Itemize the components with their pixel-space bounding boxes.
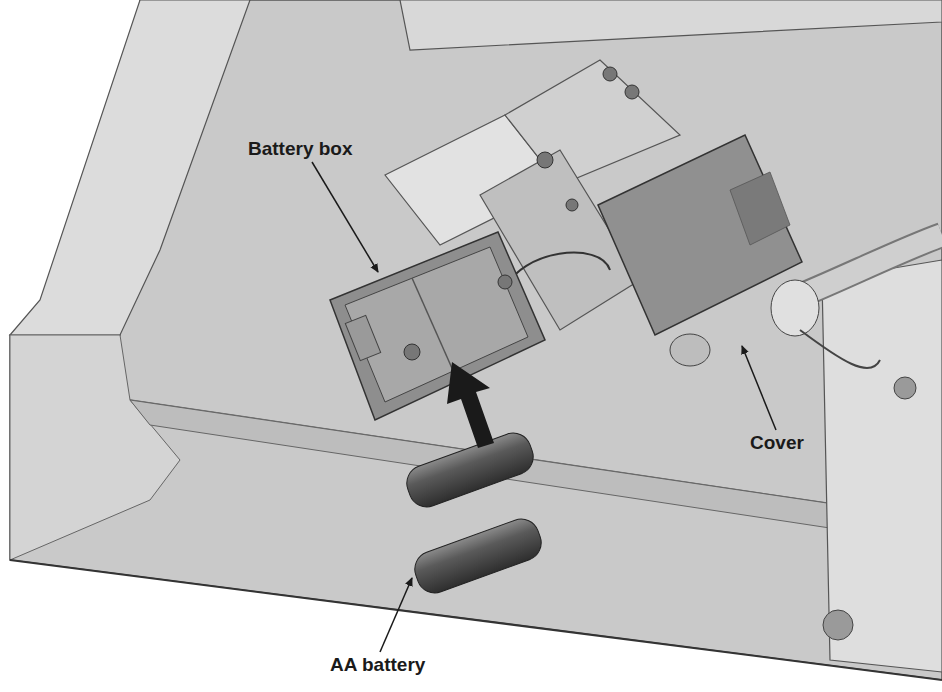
flange-lower — [10, 335, 180, 560]
contact — [345, 315, 380, 360]
divider — [412, 278, 455, 375]
aa-battery — [402, 428, 539, 512]
bolt — [566, 199, 578, 211]
cover-grip — [730, 172, 790, 245]
aa-battery — [410, 514, 547, 598]
callout-label: Cover — [750, 432, 804, 454]
wire — [800, 330, 880, 368]
page-edge — [10, 560, 942, 692]
bolt — [537, 152, 553, 168]
rivet — [404, 344, 420, 360]
top-rail — [400, 0, 942, 50]
leader-line — [742, 346, 776, 430]
screw — [823, 610, 853, 640]
insert-arrow — [447, 362, 494, 448]
connector — [771, 280, 819, 336]
screw — [894, 377, 916, 399]
bolt — [625, 85, 639, 99]
leader-line — [380, 578, 412, 652]
battery-box — [330, 232, 545, 420]
callout-label: Battery box — [248, 138, 353, 160]
connector — [670, 334, 710, 366]
rivet — [498, 275, 512, 289]
callout-label: AA battery — [330, 654, 425, 676]
flange — [10, 0, 250, 335]
battery-box-inner — [345, 247, 528, 402]
bolt — [603, 67, 617, 81]
base-plate — [10, 0, 942, 680]
leader-line — [312, 162, 378, 272]
rail — [130, 400, 942, 545]
side-panel — [822, 260, 942, 672]
